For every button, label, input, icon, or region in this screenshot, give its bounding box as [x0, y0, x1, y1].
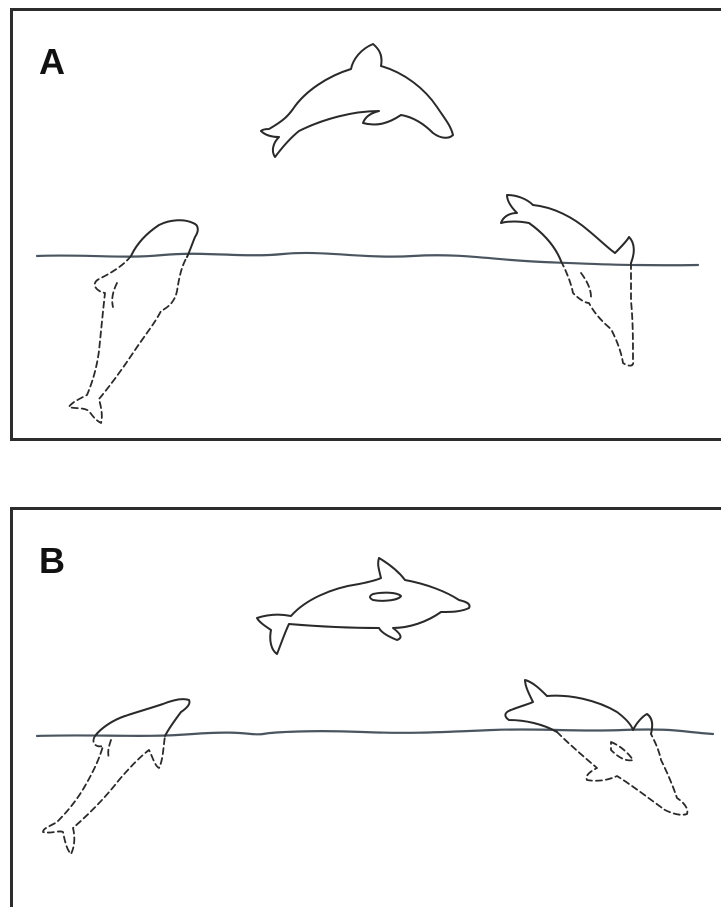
water-surface-line: [37, 729, 713, 736]
dolphin-right-underwater: [557, 732, 687, 815]
panel-b-illustration: [13, 510, 721, 895]
dolphin-left-flipper: [112, 283, 117, 307]
dolphin-apex-airborne: [261, 44, 453, 157]
panel-b: B: [10, 507, 721, 907]
dolphin-apex-airborne: [257, 558, 470, 654]
dolphin-left-flipper: [108, 740, 111, 758]
panel-a: A: [10, 8, 721, 441]
dolphin-right-flipper: [611, 742, 633, 760]
dolphin-apex-marking: [370, 593, 401, 601]
dolphin-right-reentering: [505, 680, 652, 734]
dolphin-right-flipper: [581, 273, 591, 297]
water-surface-line: [37, 253, 698, 265]
dolphin-right-reentering: [501, 195, 634, 263]
dolphin-left-underwater: [69, 256, 187, 423]
panel-a-illustration: [13, 11, 721, 441]
dolphin-right-underwater: [561, 261, 633, 366]
dolphin-left-emerging: [95, 699, 190, 736]
dolphin-left-emerging: [131, 220, 198, 257]
dolphin-left-underwater: [43, 736, 165, 854]
